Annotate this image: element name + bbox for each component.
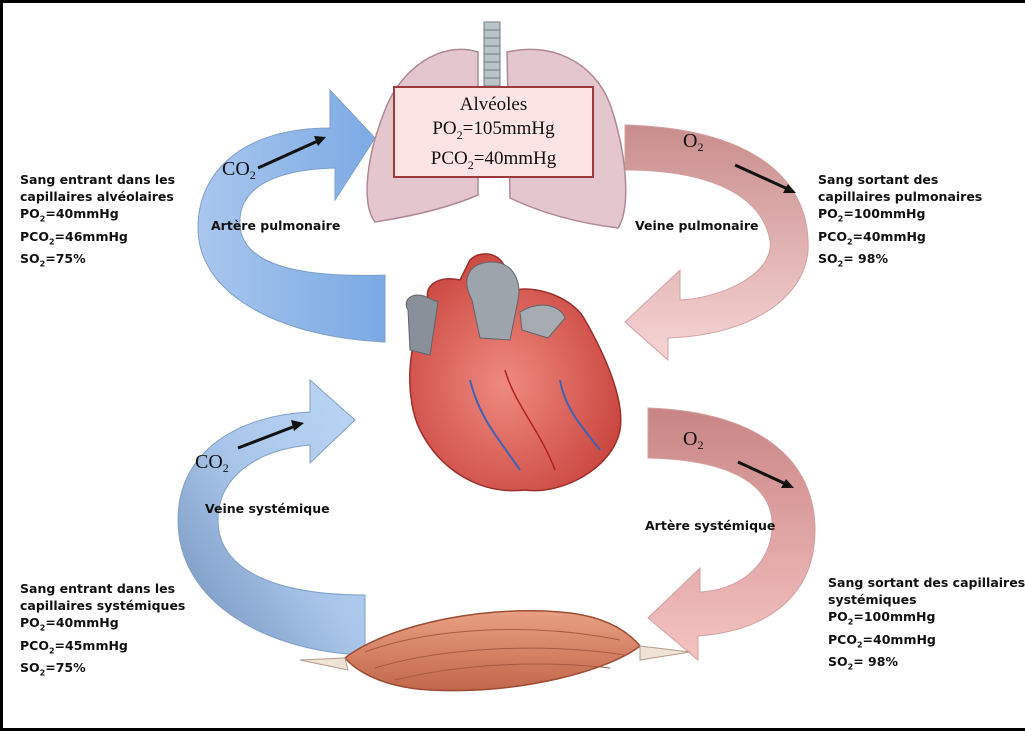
block-bottom-right-so2: SO2= 98% (828, 653, 1025, 676)
alveoles-pco2: PCO2=40mmHg (395, 147, 592, 177)
alveoles-title: Alvéoles (395, 93, 592, 117)
block-bottom-right-po2: PO2=100mmHg (828, 608, 1025, 631)
co2-bottom-label: CO2 (195, 451, 229, 476)
block-bottom-right: Sang sortant des capillaires systémiques… (828, 574, 1025, 676)
label-artere-pulmonaire: Artère pulmonaire (211, 218, 340, 233)
block-bottom-left-po2: PO2=40mmHg (20, 614, 185, 637)
block-top-right: Sang sortant des capillaires pulmonaires… (818, 171, 982, 273)
block-bottom-left: Sang entrant dans les capillaires systém… (20, 580, 185, 682)
block-bottom-right-pco2: PCO2=40mmHg (828, 631, 1025, 654)
arrow-veine-pulmonaire (625, 125, 808, 360)
block-top-left-po2: PO2=40mmHg (20, 205, 175, 228)
block-top-right-line2: capillaires pulmonaires (818, 188, 982, 205)
alveoles-po2: PO2=105mmHg (395, 117, 592, 147)
block-bottom-left-line2: capillaires systémiques (20, 597, 185, 614)
block-top-left: Sang entrant dans les capillaires alvéol… (20, 171, 175, 273)
block-bottom-left-so2: SO2=75% (20, 659, 185, 682)
block-top-left-so2: SO2=75% (20, 250, 175, 273)
block-top-left-line1: Sang entrant dans les (20, 171, 175, 188)
label-veine-pulmonaire: Veine pulmonaire (635, 218, 759, 233)
block-top-left-pco2: PCO2=46mmHg (20, 228, 175, 251)
block-bottom-right-line1: Sang sortant des capillaires (828, 574, 1025, 591)
heart-illustration (406, 254, 621, 491)
block-top-right-line1: Sang sortant des (818, 171, 982, 188)
alveoles-box: Alvéoles PO2=105mmHg PCO2=40mmHg (393, 86, 594, 178)
block-bottom-left-pco2: PCO2=45mmHg (20, 637, 185, 660)
block-top-left-line2: capillaires alvéolaires (20, 188, 175, 205)
o2-bottom-label: O2 (683, 428, 703, 453)
block-bottom-right-line2: systémiques (828, 591, 1025, 608)
arrow-artere-systemique (648, 408, 815, 660)
o2-top-label: O2 (683, 130, 703, 155)
block-top-right-po2: PO2=100mmHg (818, 205, 982, 228)
block-top-right-so2: SO2= 98% (818, 250, 982, 273)
co2-top-label: CO2 (222, 158, 256, 183)
block-bottom-left-line1: Sang entrant dans les (20, 580, 185, 597)
arrow-veine-systemique (178, 380, 365, 655)
label-artere-systemique: Artère systémique (645, 518, 775, 533)
label-veine-systemique: Veine systémique (205, 501, 330, 516)
block-top-right-pco2: PCO2=40mmHg (818, 228, 982, 251)
arrow-artere-pulmonaire (198, 90, 385, 342)
